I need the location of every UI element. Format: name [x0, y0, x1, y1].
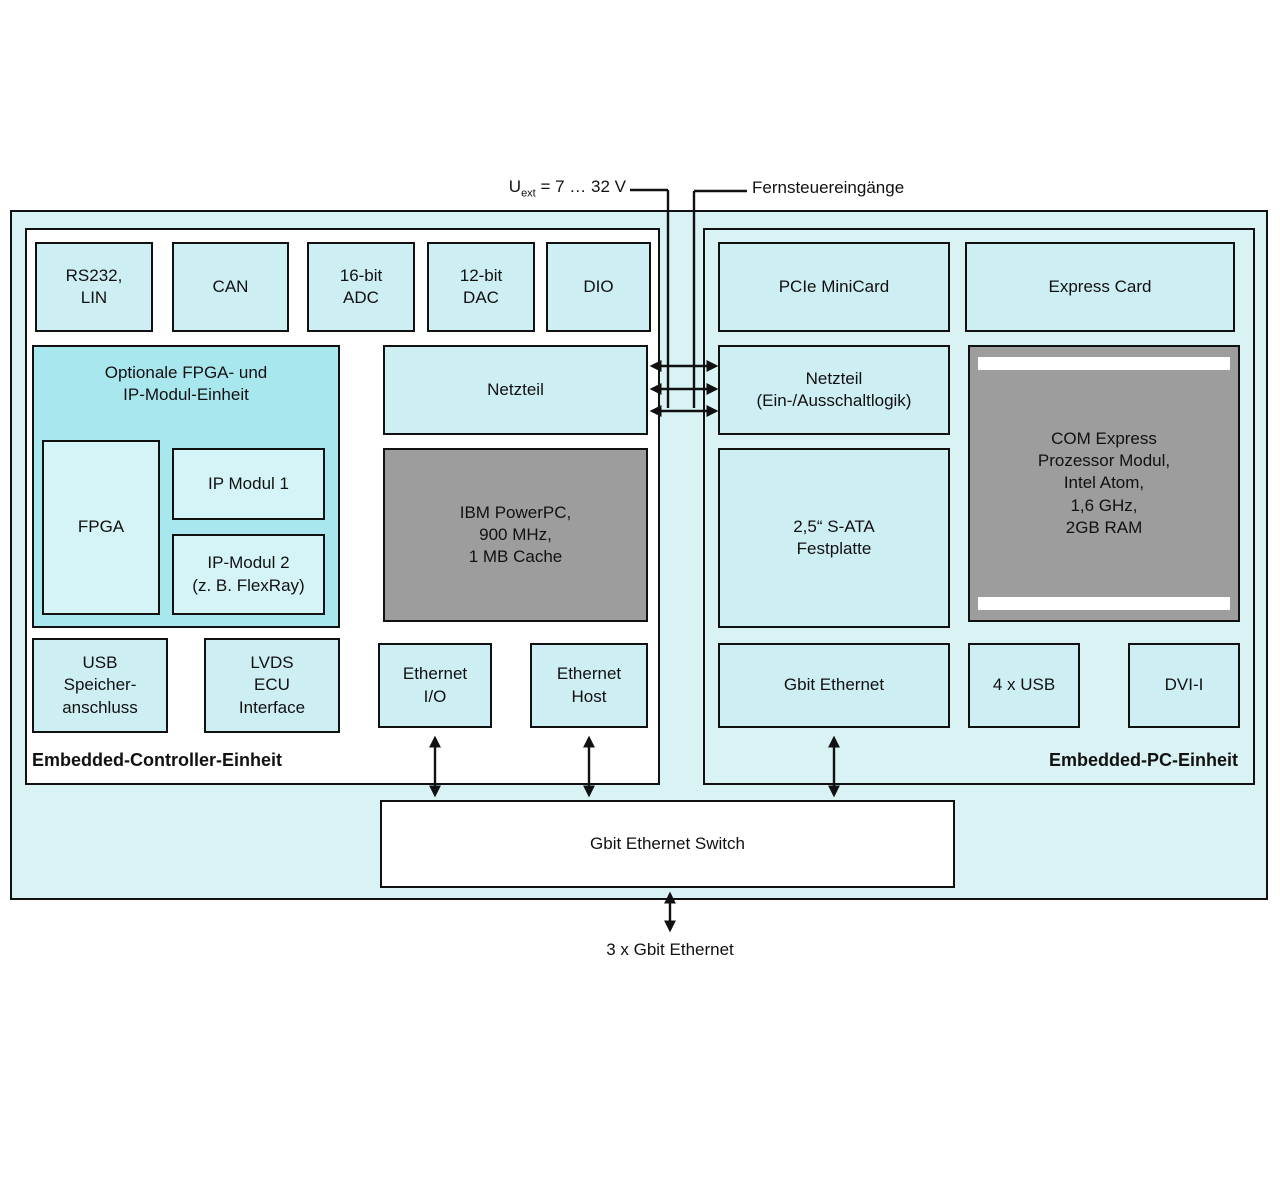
block-fpga-label: FPGA	[77, 517, 125, 537]
block-ibm-powerpc: IBM PowerPC, 900 MHz, 1 MB Cache	[383, 448, 648, 622]
block-ip-modul-2: IP-Modul 2 (z. B. FlexRay)	[172, 534, 325, 615]
block-12bit-dac: 12-bit DAC	[427, 242, 535, 332]
block-ibm-powerpc-label: IBM PowerPC, 900 MHz, 1 MB Cache	[459, 502, 572, 567]
external-ethernet-label: 3 x Gbit Ethernet	[606, 940, 734, 959]
voltage-subscript: ext	[521, 187, 536, 200]
pc-unit-title: Embedded-PC-Einheit	[1048, 750, 1238, 770]
block-com-express: COM Express Prozessor Modul, Intel Atom,…	[968, 345, 1240, 622]
block-express-card: Express Card	[965, 242, 1235, 332]
block-dio: DIO	[546, 242, 651, 332]
block-ethernet-host-label: Ethernet Host	[556, 664, 622, 706]
block-rs232-lin: RS232, LIN	[35, 242, 153, 332]
block-dio-label: DIO	[583, 276, 614, 296]
block-ethernet-host: Ethernet Host	[530, 643, 648, 728]
controller-unit-title: Embedded-Controller-Einheit	[32, 750, 283, 770]
block-gbit-ethernet-switch: Gbit Ethernet Switch	[380, 800, 955, 888]
block-dvi-i-label: DVI-I	[1164, 675, 1204, 695]
block-netzteil-controller-label: Netzteil	[487, 379, 544, 399]
block-gbit-ethernet: Gbit Ethernet	[718, 643, 950, 728]
block-sata-festplatte-label: 2,5“ S-ATA Festplatte	[793, 516, 875, 558]
block-pcie-minicard: PCIe MiniCard	[718, 242, 950, 332]
fpga-unit-title: Optionale FPGA- und IP-Modul-Einheit	[104, 363, 268, 405]
block-pcie-minicard-label: PCIe MiniCard	[778, 276, 890, 296]
block-16bit-adc: 16-bit ADC	[307, 242, 415, 332]
com-express-top-edge-bar	[978, 357, 1230, 370]
block-ethernet-io-label: Ethernet I/O	[402, 664, 468, 706]
block-rs232-lin-label: RS232, LIN	[65, 265, 123, 307]
block-usb-speicheranschluss-label: USB Speicher- anschluss	[62, 653, 138, 717]
com-express-bottom-edge-bar	[978, 597, 1230, 610]
block-4x-usb-label: 4 x USB	[992, 675, 1056, 695]
block-can-label: CAN	[212, 276, 249, 296]
block-12bit-dac-label: 12-bit DAC	[459, 265, 503, 307]
block-ip-modul-1-label: IP Modul 1	[208, 473, 289, 493]
block-gbit-ethernet-switch-label: Gbit Ethernet Switch	[590, 833, 745, 853]
block-lvds-ecu-interface-label: LVDS ECU Interface	[238, 653, 306, 717]
block-fpga: FPGA	[42, 440, 160, 615]
block-16bit-adc-label: 16-bit ADC	[339, 265, 383, 307]
voltage-symbol: U	[508, 177, 522, 196]
block-usb-speicheranschluss: USB Speicher- anschluss	[32, 638, 168, 733]
block-netzteil-pc-label: Netzteil (Ein-/Ausschaltlogik)	[756, 368, 912, 410]
block-netzteil-pc: Netzteil (Ein-/Ausschaltlogik)	[718, 345, 950, 435]
block-com-express-label: COM Express Prozessor Modul, Intel Atom,…	[1037, 429, 1171, 537]
block-netzteil-controller: Netzteil	[383, 345, 648, 435]
block-lvds-ecu-interface: LVDS ECU Interface	[204, 638, 340, 733]
block-sata-festplatte: 2,5“ S-ATA Festplatte	[718, 448, 950, 628]
remote-control-inputs-label: Fernsteuereingänge	[752, 178, 905, 197]
block-4x-usb: 4 x USB	[968, 643, 1080, 728]
block-ip-modul-1: IP Modul 1	[172, 448, 325, 520]
block-gbit-ethernet-label: Gbit Ethernet	[783, 675, 885, 695]
block-ip-modul-2-label: IP-Modul 2 (z. B. FlexRay)	[192, 553, 305, 595]
block-ethernet-io: Ethernet I/O	[378, 643, 492, 728]
block-dvi-i: DVI-I	[1128, 643, 1240, 728]
voltage-value: = 7 … 32 V	[535, 177, 626, 196]
block-can: CAN	[172, 242, 289, 332]
voltage-label: Uext = 7 … 32 V	[420, 177, 626, 199]
block-express-card-label: Express Card	[1048, 276, 1152, 296]
